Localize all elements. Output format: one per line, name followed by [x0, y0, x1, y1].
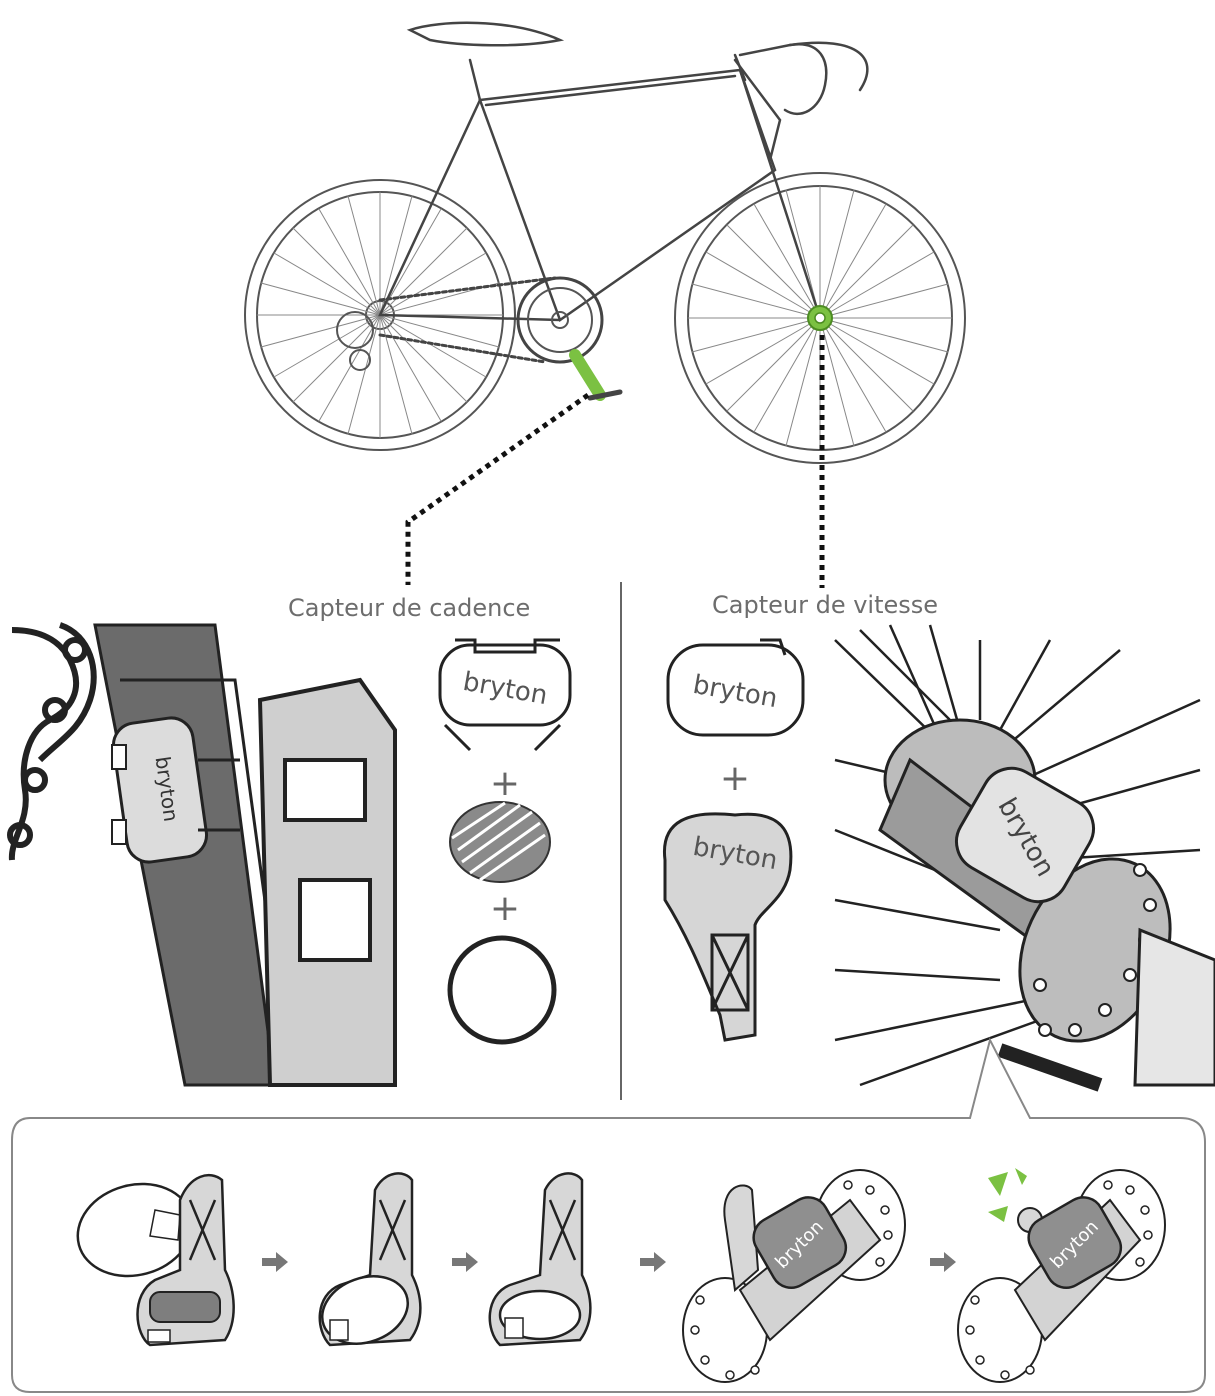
- arrow-right-icon: [452, 1252, 478, 1272]
- bicycle-illustration: [244, 21, 966, 464]
- step-5-click: bryton: [957, 1168, 1166, 1383]
- arrow-right-icon: [640, 1252, 666, 1272]
- cadence-mount-illustration: bryton: [7, 622, 397, 1087]
- cadence-sensor-label: Capteur de cadence: [288, 594, 531, 622]
- cadence-sensor-pod: bryton: [438, 638, 572, 752]
- crank-arm-highlight: [569, 349, 623, 401]
- cadence-leader-line: [405, 392, 590, 585]
- pedal-detail: [257, 677, 397, 1087]
- speed-sensor-label: Capteur de vitesse: [712, 591, 939, 619]
- step-1-parts: [76, 1174, 235, 1347]
- step-2-insert: [318, 1172, 422, 1347]
- rubber-ring: [447, 935, 557, 1045]
- cadence-parts: bryton + +: [438, 638, 572, 1045]
- speed-hub-illustration: bryton: [834, 624, 1215, 1092]
- chain-detail: [7, 622, 97, 861]
- step-4-hub-mount: bryton: [682, 1169, 906, 1383]
- speed-parts: bryton + bryton: [662, 638, 805, 1042]
- plus-icon: +: [490, 888, 520, 929]
- front-hub-highlight: [807, 305, 833, 331]
- drivetrain: [336, 276, 604, 371]
- saddle: [406, 21, 565, 47]
- speed-sensor-holder: bryton: [662, 812, 793, 1042]
- bike-frame: [378, 41, 869, 322]
- plus-icon: +: [720, 758, 750, 799]
- click-burst-icon: [988, 1168, 1027, 1222]
- arrow-right-icon: [930, 1252, 956, 1272]
- speed-sensor-pod: bryton: [666, 638, 805, 737]
- cadence-sensor-mounted: bryton: [111, 716, 240, 864]
- magnet: [449, 801, 551, 883]
- plus-icon: +: [490, 763, 520, 804]
- step-3-seated: [488, 1172, 592, 1347]
- callout-panel: [11, 1037, 1206, 1393]
- arrow-right-icon: [262, 1252, 288, 1272]
- speed-sensor-mounted: bryton: [955, 766, 1095, 904]
